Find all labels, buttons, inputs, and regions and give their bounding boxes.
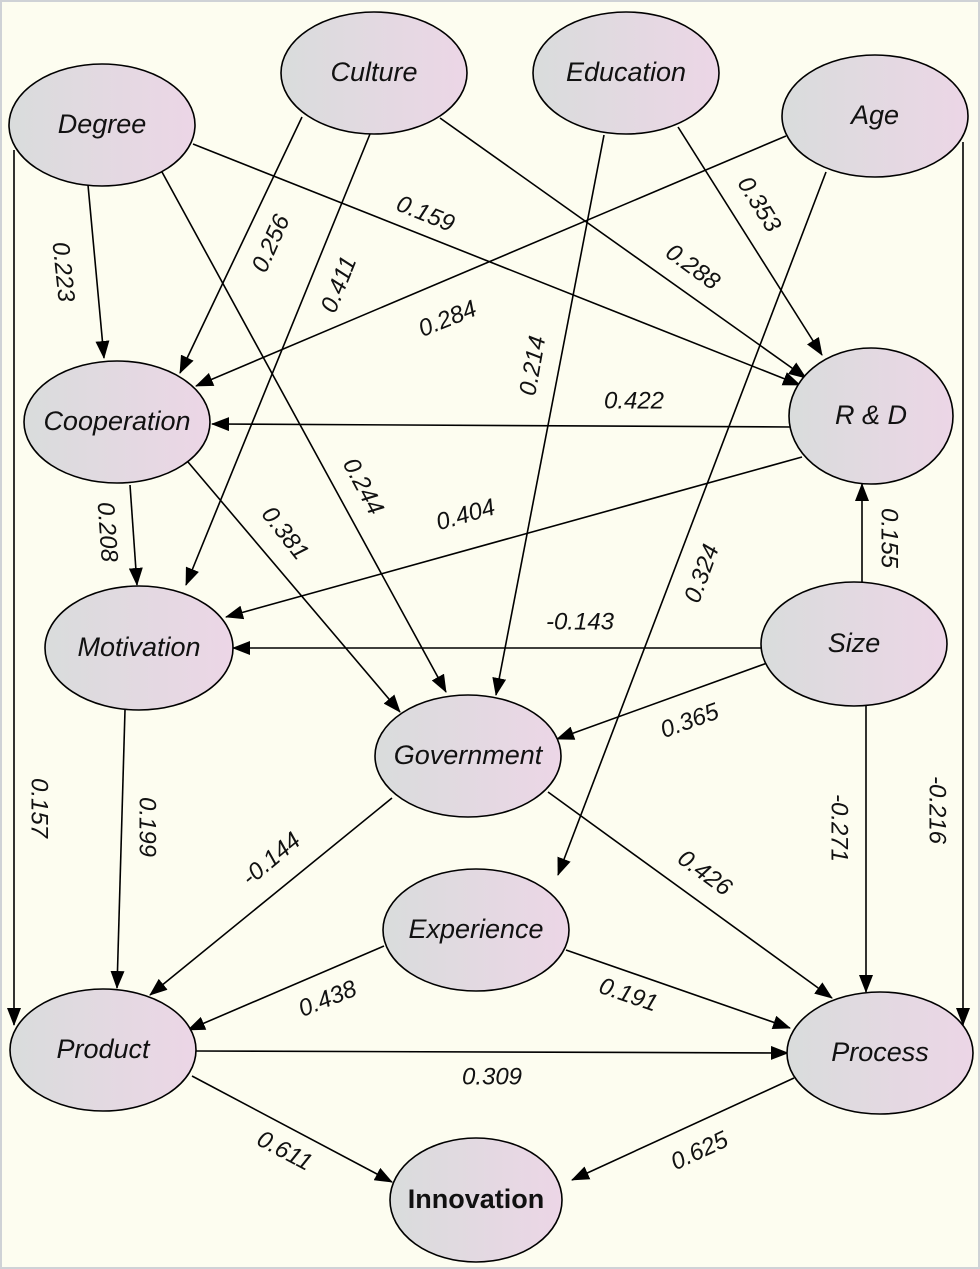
coef-size-rd: 0.155: [876, 508, 903, 569]
edge-product-process: [195, 1045, 789, 1060]
node-government[interactable]: Government: [374, 694, 562, 818]
coef-education-government: 0.214: [514, 334, 551, 398]
node-cooperation[interactable]: Cooperation: [23, 360, 211, 484]
coef-size-government: 0.365: [657, 698, 723, 744]
edge-government-process: [547, 791, 833, 999]
coef-size-motivation: -0.143: [546, 608, 615, 635]
coef-age-cooperation: 0.284: [415, 295, 481, 343]
edge-motivation-product: [110, 709, 126, 989]
edge-cooperation-motivation: [128, 484, 143, 586]
coef-process-innovation: 0.625: [667, 1126, 733, 1176]
edge-degree-government: [161, 171, 447, 693]
node-cooperation-label: Cooperation: [43, 406, 190, 436]
coef-culture-rd: 0.288: [660, 238, 725, 296]
node-government-label: Government: [394, 740, 544, 770]
edges: [7, 116, 970, 1183]
node-education-label: Education: [566, 57, 686, 87]
coef-degree-cooperation: 0.223: [47, 241, 80, 304]
coef-product-innovation: 0.611: [252, 1125, 316, 1176]
coef-degree-government: 0.244: [337, 454, 389, 520]
node-innovation[interactable]: Innovation: [389, 1137, 563, 1263]
node-innovation-label: Innovation: [408, 1184, 545, 1214]
nodes: Degree Culture Education Age Cooperation…: [8, 11, 974, 1263]
node-culture[interactable]: Culture: [280, 11, 468, 135]
edge-degree-rd: [192, 143, 801, 386]
node-size-label: Size: [828, 628, 881, 658]
coef-government-process: 0.426: [672, 844, 737, 902]
coef-size-process: -0.271: [826, 794, 853, 862]
edge-degree-cooperation: [87, 184, 110, 359]
coef-degree-product: 0.157: [26, 778, 53, 840]
node-process[interactable]: Process: [786, 991, 974, 1115]
edge-culture-rd: [439, 117, 807, 379]
edge-rd-motivation: [225, 456, 803, 620]
node-age[interactable]: Age: [781, 54, 969, 178]
coef-age-process: -0.216: [924, 776, 951, 845]
edge-age-cooperation: [195, 135, 787, 387]
node-degree-label: Degree: [58, 109, 147, 139]
node-degree[interactable]: Degree: [8, 63, 196, 187]
node-motivation-label: Motivation: [77, 632, 200, 662]
coef-cooperation-government: 0.381: [256, 501, 314, 565]
edge-experience-product: [187, 945, 385, 1031]
node-process-label: Process: [831, 1037, 929, 1067]
edge-cooperation-government: [187, 461, 401, 713]
edge-rd-cooperation: [211, 417, 793, 432]
edge-product-innovation: [191, 1075, 393, 1183]
node-age-label: Age: [849, 100, 899, 130]
edge-education-government: [492, 134, 605, 696]
coef-education-rd: 0.353: [732, 172, 787, 238]
coef-degree-rd: 0.159: [393, 190, 459, 238]
edge-process-innovation: [571, 1077, 795, 1181]
node-motivation[interactable]: Motivation: [44, 585, 234, 711]
node-culture-label: Culture: [330, 57, 417, 87]
coef-cooperation-motivation: 0.208: [92, 501, 123, 563]
edge-culture-motivation: [185, 133, 371, 586]
edge-experience-process: [565, 949, 791, 1030]
coef-experience-product: 0.438: [295, 975, 361, 1023]
edge-government-product: [149, 797, 393, 996]
edge-age-experience: [557, 171, 827, 876]
coef-government-product: -0.144: [237, 827, 306, 891]
node-education[interactable]: Education: [532, 11, 720, 135]
node-product-label: Product: [56, 1034, 151, 1064]
coef-product-process: 0.309: [462, 1063, 522, 1090]
node-product[interactable]: Product: [9, 988, 197, 1112]
node-experience[interactable]: Experience: [382, 868, 570, 992]
edge-education-rd: [677, 126, 823, 356]
coef-rd-cooperation: 0.422: [604, 387, 664, 414]
coef-motivation-product: 0.199: [134, 797, 161, 857]
coef-age-experience: 0.324: [679, 541, 725, 607]
node-experience-label: Experience: [408, 914, 543, 944]
node-rd[interactable]: R & D: [788, 347, 954, 485]
edge-culture-cooperation: [179, 116, 303, 374]
node-size[interactable]: Size: [760, 581, 948, 707]
coef-rd-motivation: 0.404: [433, 494, 498, 537]
node-rd-label: R & D: [835, 400, 907, 430]
coef-culture-motivation: 0.411: [315, 252, 362, 316]
edge-size-government: [556, 661, 771, 740]
